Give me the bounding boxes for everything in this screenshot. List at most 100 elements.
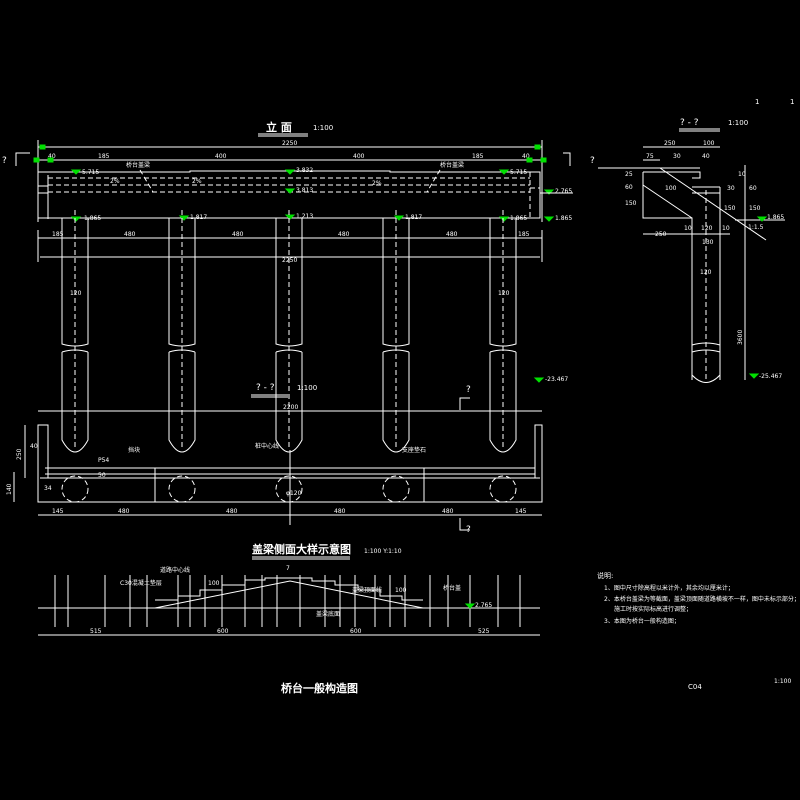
detail-view: 盖梁侧面大样示意图 1:100 Y:1:10 C30混凝土垫层 道路中心线 7 … — [38, 542, 540, 636]
note-item: 2、本桥台盖梁为等截面，盖梁顶面随道路横坡不一样，图中未标示部分； — [604, 595, 800, 603]
dim-step: 100 — [208, 580, 220, 587]
dim: 25 — [625, 171, 633, 178]
dim: 40 — [30, 443, 38, 450]
slope-line — [659, 167, 767, 241]
dim: 480 — [232, 231, 244, 238]
side-section-title: ? - ? — [680, 118, 699, 128]
svg-text:3.832: 3.832 — [296, 167, 313, 174]
label-centerline: 桩中心线 — [255, 442, 279, 450]
dim-total-bottom: 2250 — [282, 257, 297, 264]
dim: 140 — [6, 483, 13, 495]
dim: 185 — [52, 231, 64, 238]
dim: 145 — [515, 508, 527, 515]
label-cap-right: 桥台盖梁 — [440, 161, 464, 169]
pile-length: 3600 — [737, 330, 744, 345]
slope-label: 1:1.5 — [748, 224, 764, 231]
notes-heading: 说明: — [597, 571, 613, 580]
dim: 525 — [478, 628, 490, 635]
dim: 60 — [625, 184, 633, 191]
dim: 40 — [522, 153, 530, 160]
dim: 250 — [664, 140, 676, 147]
svg-text:1.817: 1.817 — [405, 214, 422, 221]
svg-text:1.213: 1.213 — [296, 213, 313, 220]
dim: 40 — [48, 153, 56, 160]
pile-circle — [275, 475, 303, 503]
label-slope: 2% — [372, 180, 382, 187]
side-section-view: 1 1 ? - ? 1:100 250 100 75 30 40 25 60 1… — [598, 98, 794, 383]
svg-text:1.865: 1.865 — [555, 215, 572, 222]
elevation-title: 立 面 — [266, 120, 292, 134]
note-item: 3、本图为桥台一般构造图； — [604, 617, 680, 625]
dim: 185 — [518, 231, 530, 238]
label-block: 挡块 — [128, 446, 140, 454]
corner-mark: 1 — [755, 98, 759, 106]
cap-top-profile — [154, 580, 424, 609]
dim: 600 — [350, 628, 362, 635]
pile-circle — [382, 475, 410, 503]
section-mark-right: ? — [590, 156, 595, 166]
detail-title: 盖梁侧面大样示意图 — [252, 542, 351, 556]
elevation-scale: 1:100 — [313, 124, 333, 132]
label-cap-left: 桥台盖梁 — [126, 161, 150, 169]
pile-circle — [61, 475, 89, 503]
label-bottom: 盖梁底面 — [316, 610, 340, 618]
dim: 145 — [52, 508, 64, 515]
label-seat: 盖梁顶面线 — [352, 586, 382, 594]
dim: 150 — [749, 205, 761, 212]
dim: 34 — [44, 485, 52, 492]
elevation-view: 立 面 1:100 ? ? 2250 40 185 400 400 185 40… — [2, 120, 595, 453]
dim: 400 — [353, 153, 365, 160]
piles — [61, 210, 517, 453]
dim: P54 — [98, 457, 109, 464]
dim: 10 — [738, 171, 746, 178]
dim-total: 2250 — [282, 140, 297, 147]
dim: 10 — [684, 225, 692, 232]
drawing-scale: 1:100 — [774, 678, 791, 685]
side-section-scale: 1:100 — [728, 119, 748, 127]
svg-text:2.765: 2.765 — [555, 188, 572, 195]
plan-section-view: ? - ? 1:100 ? ? 2200 挡块 桩中心线 支座垫石 P54 50… — [6, 383, 543, 535]
label-slope: 桥台盖 — [443, 584, 461, 592]
dim: 150 — [724, 205, 736, 212]
dim: 600 — [217, 628, 229, 635]
label-top: 7 — [286, 565, 290, 572]
pile-circle — [168, 475, 196, 503]
dim-total: 2200 — [283, 404, 298, 411]
dim: 30 — [673, 153, 681, 160]
dim: 130 — [702, 239, 714, 246]
drawing-number: C04 — [688, 683, 702, 691]
svg-text:1.817: 1.817 — [190, 214, 207, 221]
svg-text:1.865: 1.865 — [510, 215, 527, 222]
svg-text:5.715: 5.715 — [82, 169, 99, 176]
label-c30: C30混凝土垫层 — [120, 579, 162, 587]
pile-circle — [489, 475, 517, 503]
pile-tip-elevation: -25.467 — [759, 373, 782, 380]
dim: 480 — [446, 231, 458, 238]
note-item: 施工时按实际标高进行调整； — [614, 605, 692, 613]
dim: 40 — [702, 153, 710, 160]
dim: 480 — [118, 508, 130, 515]
dim: 50 — [98, 472, 106, 479]
dim-step: 100 — [395, 587, 407, 594]
svg-text:3.813: 3.813 — [296, 187, 313, 194]
dim: 250 — [16, 448, 23, 460]
dim: 100 — [665, 185, 677, 192]
dim: 30 — [727, 185, 735, 192]
section-mark-left: ? — [2, 156, 7, 166]
notes: 说明: 1、图中尺寸除高程以米计外，其余均以厘米计； 2、本桥台盖梁为等截面，盖… — [597, 571, 800, 625]
cap-plan — [37, 424, 543, 503]
dim: 400 — [215, 153, 227, 160]
dim-pile-width: 120 — [70, 290, 82, 297]
svg-text:5.715: 5.715 — [510, 169, 527, 176]
dim: 120 — [700, 269, 712, 276]
dim: 10 — [722, 225, 730, 232]
label-bearing-pad: 支座垫石 — [402, 446, 426, 454]
plan-section-title: ? - ? — [256, 383, 275, 393]
dim: 185 — [472, 153, 484, 160]
dim: 185 — [98, 153, 110, 160]
dim: 100 — [703, 140, 715, 147]
dim: 480 — [442, 508, 454, 515]
drawing-title: 桥台一般构造图 — [281, 681, 358, 695]
pile-diameter: φ120 — [286, 490, 302, 497]
